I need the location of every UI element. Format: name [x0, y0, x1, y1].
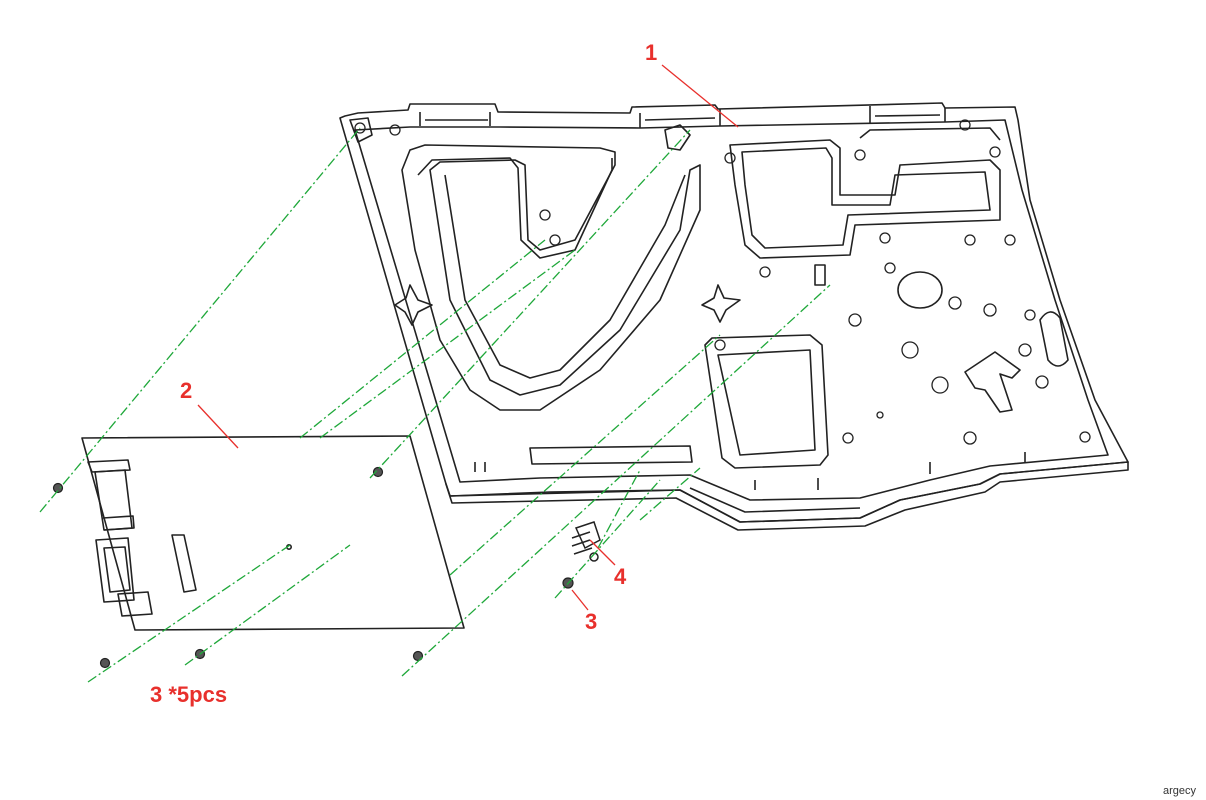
callout-part-4: 4: [614, 564, 627, 589]
callout-part-3: 3: [585, 609, 598, 634]
assembly-guide-lines: [39, 127, 831, 683]
callout-part-1: 1: [645, 40, 658, 65]
connector-part-4: [571, 521, 601, 562]
callout-part-2: 2: [180, 378, 193, 403]
watermark-label: argecy: [1163, 785, 1197, 797]
callout-part-3-quantity: 3 *5pcs: [150, 682, 228, 707]
callout-leaders: [197, 64, 739, 611]
frame-part-1: [339, 102, 1129, 531]
